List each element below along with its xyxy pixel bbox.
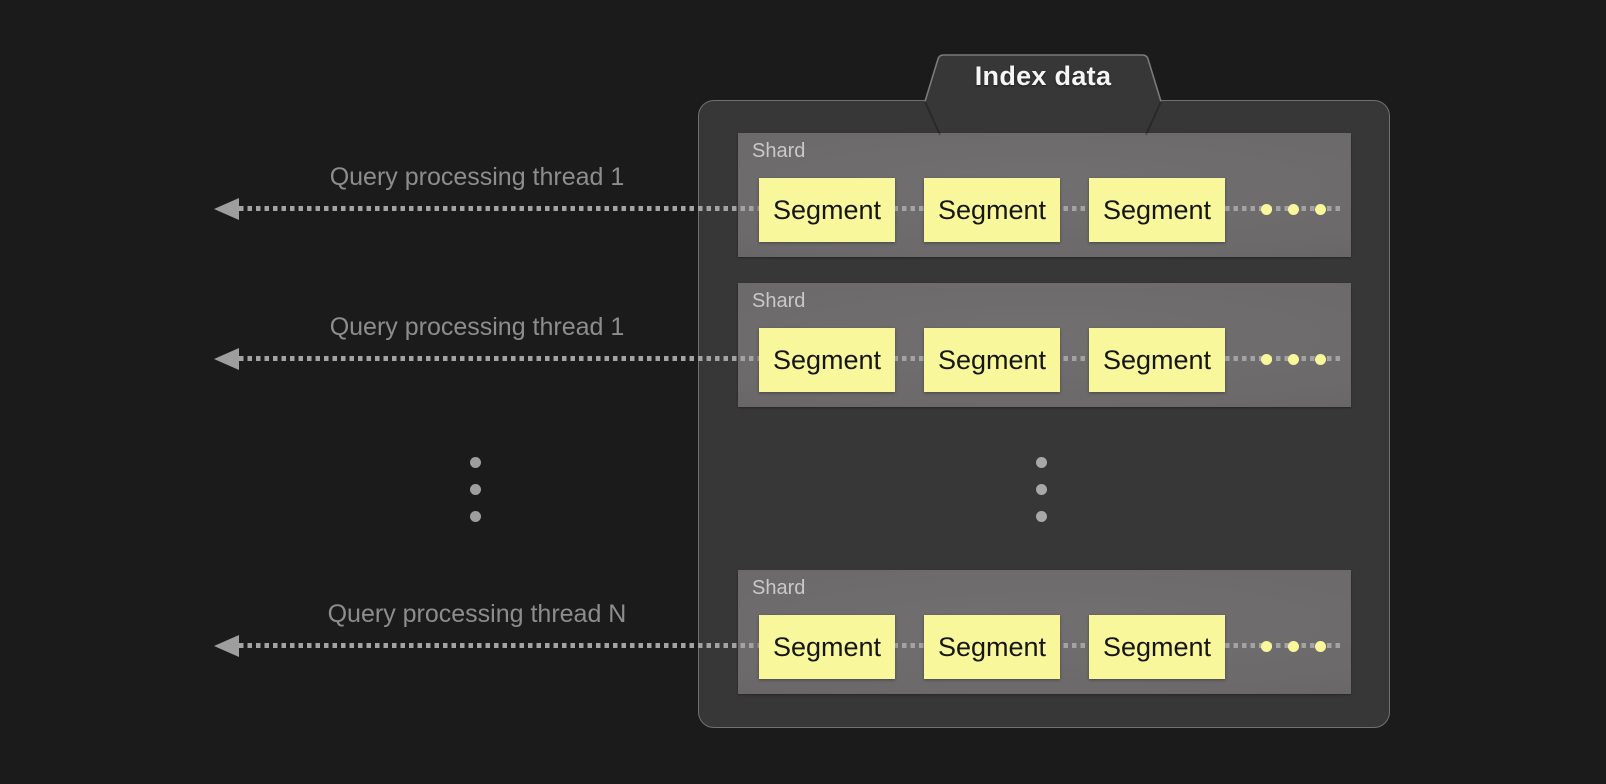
segment-box: Segment (924, 328, 1060, 392)
segment-box: Segment (924, 178, 1060, 242)
more-segments-ellipsis-dot (1315, 641, 1326, 652)
ellipsis-dot (470, 484, 481, 495)
ellipsis-dot (1036, 511, 1047, 522)
query-thread-label: Query processing thread N (327, 600, 627, 628)
index-data-container: Shard Segment Segment Segment Shard Segm… (698, 100, 1390, 728)
shard-box: Shard Segment Segment Segment (738, 133, 1351, 257)
shard-box: Shard Segment Segment Segment (738, 283, 1351, 407)
ellipsis-dot (470, 457, 481, 468)
more-segments-ellipsis-dot (1315, 204, 1326, 215)
segment-box: Segment (1089, 328, 1225, 392)
more-segments-ellipsis-dot (1288, 354, 1299, 365)
segment-box: Segment (759, 615, 895, 679)
segment-box: Segment (1089, 615, 1225, 679)
ellipsis-dot (470, 511, 481, 522)
ellipsis-dot (1036, 484, 1047, 495)
query-thread-label: Query processing thread 1 (329, 163, 625, 191)
segment-box: Segment (1089, 178, 1225, 242)
index-data-title: Index data (974, 61, 1112, 91)
shard-label: Shard (752, 140, 806, 162)
more-segments-ellipsis-dot (1288, 204, 1299, 215)
shard-box: Shard Segment Segment Segment (738, 570, 1351, 694)
shard-label: Shard (752, 577, 806, 599)
more-segments-ellipsis-dot (1261, 354, 1272, 365)
more-segments-ellipsis-dot (1288, 641, 1299, 652)
arrow-left-icon (214, 347, 239, 370)
index-data-tab-shape (924, 54, 1162, 136)
shard-label: Shard (752, 290, 806, 312)
segment-box: Segment (759, 178, 895, 242)
more-segments-ellipsis-dot (1261, 641, 1272, 652)
query-thread-label: Query processing thread 1 (329, 313, 625, 341)
ellipsis-dot (1036, 457, 1047, 468)
segment-box: Segment (924, 615, 1060, 679)
segment-box: Segment (759, 328, 895, 392)
more-segments-ellipsis-dot (1261, 204, 1272, 215)
arrow-left-icon (214, 634, 239, 657)
arrow-left-icon (214, 197, 239, 220)
more-segments-ellipsis-dot (1315, 354, 1326, 365)
